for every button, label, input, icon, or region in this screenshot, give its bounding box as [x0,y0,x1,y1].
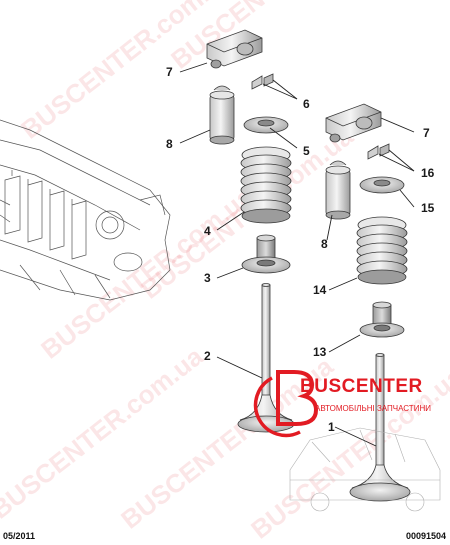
callout-label: 4 [204,224,211,238]
callout-label: 8 [166,137,173,151]
footer-code: 00091504 [405,531,446,541]
cylinder-head-drawing [0,119,171,301]
valve-right [349,353,411,502]
callout-label: 7 [166,65,173,79]
valve-collets-right [367,143,390,160]
brand-watermark: BUSCENTER АВТОМОБІЛЬНІ ЗАПЧАСТИНИ [262,374,442,424]
callout-label: 2 [204,349,211,363]
callout-label: 13 [313,345,327,359]
brand-logo-mark [253,370,319,438]
rocker-arm-left [206,29,263,69]
callout-label: 1 [328,420,335,434]
valve-stem-seal-right [359,301,405,338]
valve-spring-left [240,146,292,224]
callout-label: 14 [313,283,327,297]
van-sketch [289,427,441,512]
valve-stem-seal-left [241,234,291,274]
callout-label: 7 [423,126,430,140]
spring-seat-washer-left [243,116,289,134]
callout-label: 5 [303,144,310,158]
rocker-arm-right [325,103,382,143]
callout-label: 6 [303,97,310,111]
hydraulic-lifter-left [209,85,235,145]
brand-name: BUSCENTER [300,376,423,397]
leader-lines [179,62,415,447]
hydraulic-lifter-right [325,160,351,220]
valve-spring-right [356,216,408,285]
spring-seat-washer-right [359,176,405,194]
valve-collets-left [251,73,274,90]
callout-label: 8 [321,237,328,251]
footer-date: 05/2011 [3,531,36,541]
brand-tagline: АВТОМОБІЛЬНІ ЗАПЧАСТИНИ [315,404,431,413]
callout-label: 15 [421,201,435,215]
callout-label: 16 [421,166,435,180]
callout-labels: 7 6 8 5 4 3 2 7 16 15 8 14 13 1 [166,65,435,434]
callout-label: 3 [204,271,211,285]
